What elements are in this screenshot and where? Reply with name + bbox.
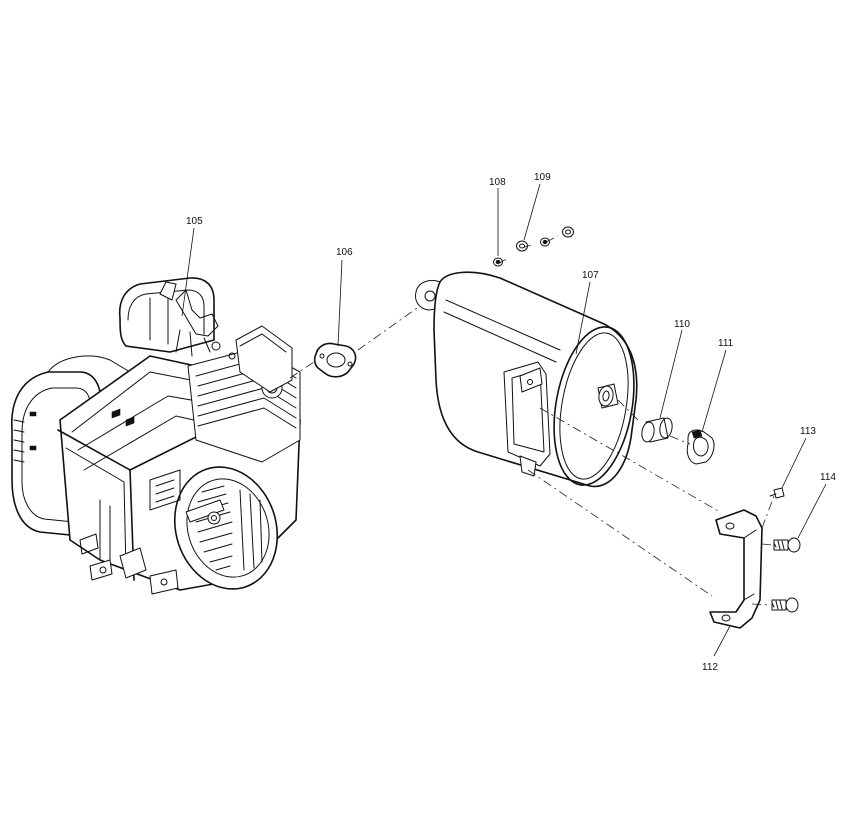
muffler-bracket [709,509,763,629]
spark-arrestor [641,417,673,443]
callout-107: 107 [582,270,599,281]
exhaust-gasket [313,342,357,378]
callout-110: 110 [674,319,690,330]
callout-106: 106 [336,247,353,258]
muffler [415,271,638,488]
pipe-clamp [686,429,715,465]
assembly-lines [289,235,775,606]
bolts [769,487,801,613]
callout-114: 114 [820,472,836,483]
callout-113: 113 [800,426,816,437]
engine-assembly [11,277,301,595]
callout-108: 108 [489,177,506,188]
callout-109: 109 [534,172,551,183]
callout-112: 112 [702,662,718,673]
flange-nuts [493,226,574,267]
callout-111: 111 [718,338,734,349]
callout-labels: 105 106 107 108 109 110 111 112 113 114 [186,172,836,673]
leader-lines [181,183,827,657]
callout-105: 105 [186,216,203,227]
